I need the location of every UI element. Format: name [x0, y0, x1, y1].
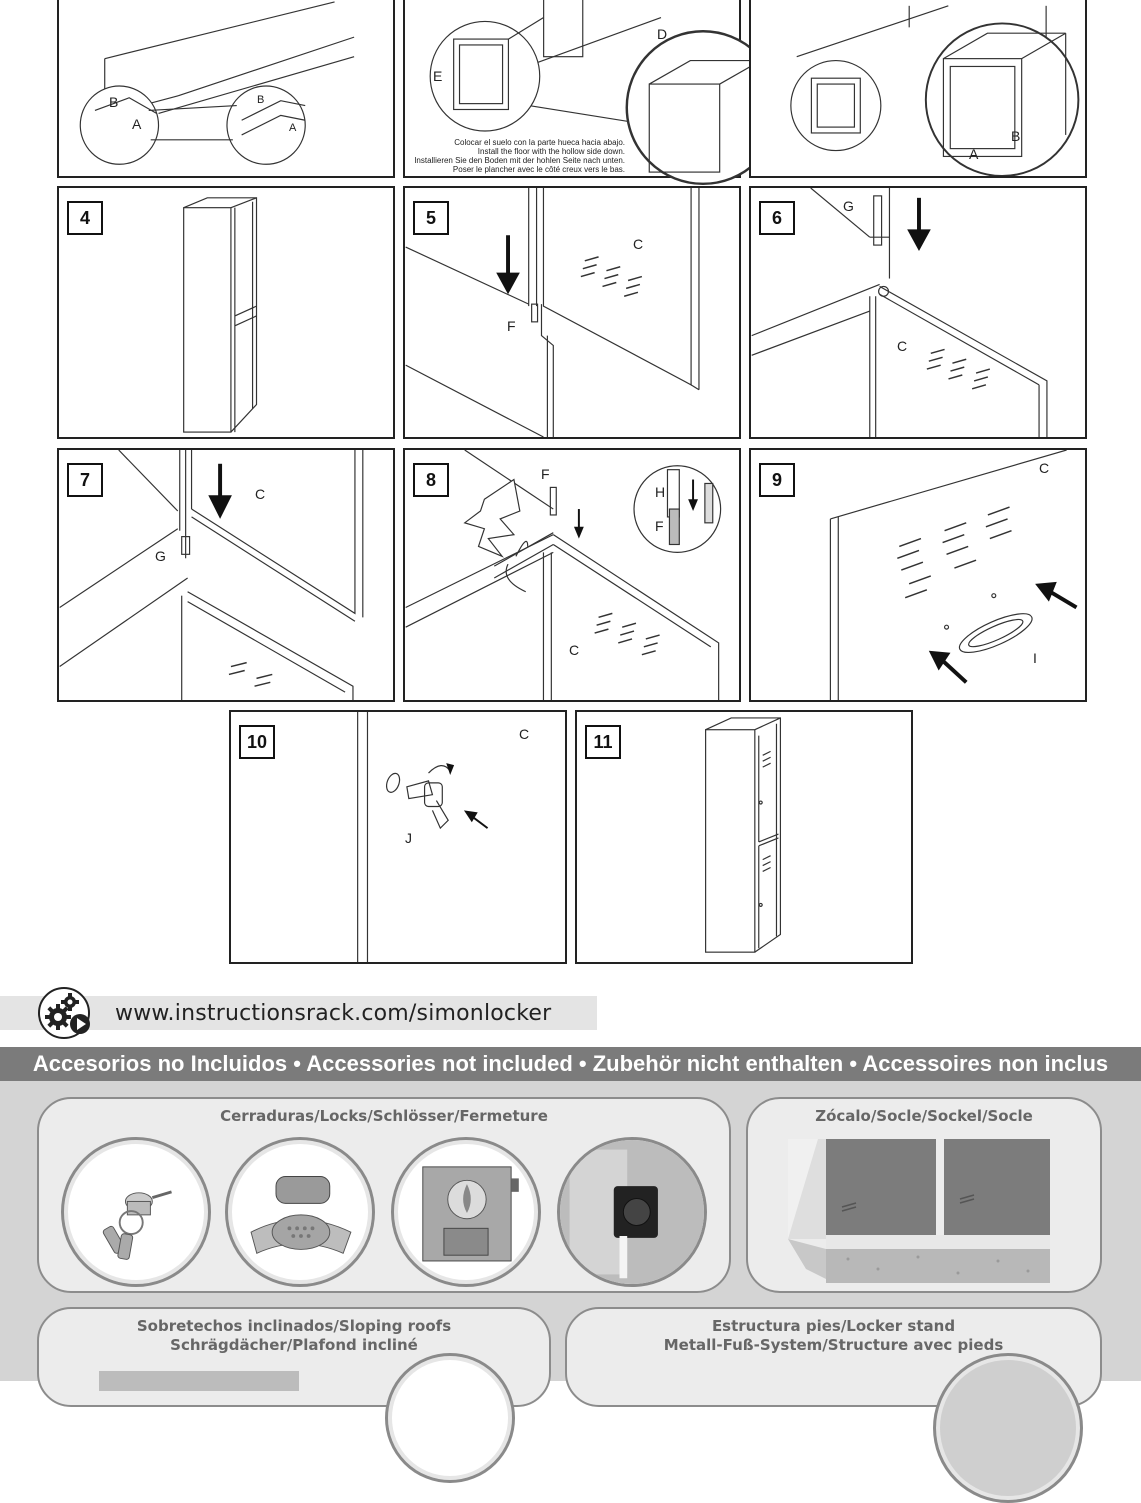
step-7-label-g: G — [155, 548, 166, 564]
step-5-label-c: C — [633, 236, 644, 252]
stand-title-line2: Metall-Fuß-System/Structure avec pieds — [663, 1336, 1004, 1354]
step-10-drawing — [357, 712, 489, 962]
step-8-label-f: F — [541, 466, 550, 482]
step-1-drawing — [79, 1, 355, 165]
step-9-label-c: C — [1039, 460, 1050, 476]
step-9-number: 9 — [759, 463, 795, 497]
step-2-label-e: E — [433, 68, 443, 84]
step-8-zoom-label-h: H — [655, 484, 666, 500]
step-5-drawing — [405, 188, 700, 437]
gears-play-icon — [36, 986, 94, 1040]
step-8-number: 8 — [413, 463, 449, 497]
step-10-label-j: J — [405, 830, 412, 846]
step-11-panel: 11 — [575, 710, 913, 964]
roofs-title-line2: Schrägdächer/Plafond incliné — [170, 1336, 418, 1354]
roofs-box: Sobretechos inclinados/Sloping roofs Sch… — [37, 1307, 551, 1483]
stand-title-line1: Estructura pies/Locker stand — [711, 1317, 956, 1335]
step-5-label-f: F — [507, 318, 516, 334]
website-bar — [0, 996, 597, 1030]
step-6-label-c: C — [897, 338, 908, 354]
stand-box: Estructura pies/Locker stand Metall-Fuß-… — [565, 1307, 1102, 1503]
key-lock-icon — [61, 1137, 211, 1287]
step-2-floor-note: Colocar el suelo con la parte hueca haci… — [409, 138, 625, 174]
step-6-panel: 6 G C — [749, 186, 1087, 439]
step-1-label-b: B — [109, 94, 119, 110]
note-fr: Poser le plancher avec le côté creux ver… — [452, 165, 625, 174]
sloping-roof-shape — [99, 1371, 299, 1391]
step-10-label-c: C — [519, 726, 530, 742]
website-url[interactable]: www.instructionsrack.com/simonlocker — [115, 1001, 552, 1026]
step-7-label-c: C — [255, 486, 266, 502]
step-4-number: 4 — [67, 201, 103, 235]
step-8-zoom-label-f: F — [655, 518, 664, 534]
step-8-drawing — [405, 450, 722, 700]
step-4-drawing — [183, 197, 258, 433]
step-9-drawing — [829, 450, 1078, 700]
plinth-image — [788, 1139, 1050, 1283]
locks-title: Cerraduras/Locks/Schlösser/Fermeture — [220, 1107, 548, 1125]
step-8-label-c: C — [569, 642, 580, 658]
step-7-panel: 7 C G — [57, 448, 395, 702]
plinth-title: Zócalo/Socle/Sockel/Socle — [815, 1107, 1033, 1125]
step-3-drawing — [790, 5, 1080, 176]
note-es: Colocar el suelo con la parte hueca haci… — [454, 138, 625, 147]
step-3-label-a: A — [969, 146, 979, 162]
step-1-panel: B A B A — [57, 0, 395, 178]
step-11-number: 11 — [585, 725, 621, 759]
step-7-number: 7 — [67, 463, 103, 497]
padlock-hasp-icon — [225, 1137, 375, 1287]
step-5-panel: 5 C F — [403, 186, 741, 439]
step-2-panel: D E Colocar el suelo con la parte hueca … — [403, 0, 781, 186]
step-9-label-i: I — [1033, 650, 1037, 666]
step-3-panel: A B — [749, 0, 1087, 178]
step-6-drawing — [751, 188, 1048, 437]
step-2-label-d: D — [657, 26, 668, 42]
sloping-roof-image — [385, 1353, 515, 1483]
step-10-number: 10 — [239, 725, 275, 759]
locker-stand-image — [933, 1353, 1083, 1503]
plinth-box: Zócalo/Socle/Sockel/Socle — [746, 1097, 1102, 1293]
locks-box: Cerraduras/Locks/Schlösser/Fermeture — [37, 1097, 731, 1293]
step-3-label-b: B — [1011, 128, 1021, 144]
step-11-drawing — [705, 717, 782, 953]
step-1-zoom-label-a: A — [289, 122, 297, 134]
note-en: Install the floor with the hollow side d… — [477, 147, 625, 156]
note-de: Installieren Sie den Boden mit der hohle… — [414, 156, 625, 165]
step-7-drawing — [59, 450, 364, 700]
step-4-panel: 4 — [57, 186, 395, 439]
step-9-panel: 9 C I — [749, 448, 1087, 702]
step-5-number: 5 — [413, 201, 449, 235]
accessories-banner: Accesorios no Incluidos • Accessories no… — [0, 1047, 1141, 1081]
step-1-label-a: A — [132, 116, 142, 132]
step-10-panel: 10 C J — [229, 710, 567, 964]
coin-lock-icon — [391, 1137, 541, 1287]
step-1-zoom-label-b: B — [257, 94, 265, 106]
step-6-number: 6 — [759, 201, 795, 235]
step-8-panel: 8 — [403, 448, 741, 702]
combination-lock-icon — [557, 1137, 707, 1287]
step-2-drawing — [429, 0, 781, 186]
roofs-title-line1: Sobretechos inclinados/Sloping roofs — [136, 1317, 452, 1335]
step-6-label-g: G — [843, 198, 854, 214]
